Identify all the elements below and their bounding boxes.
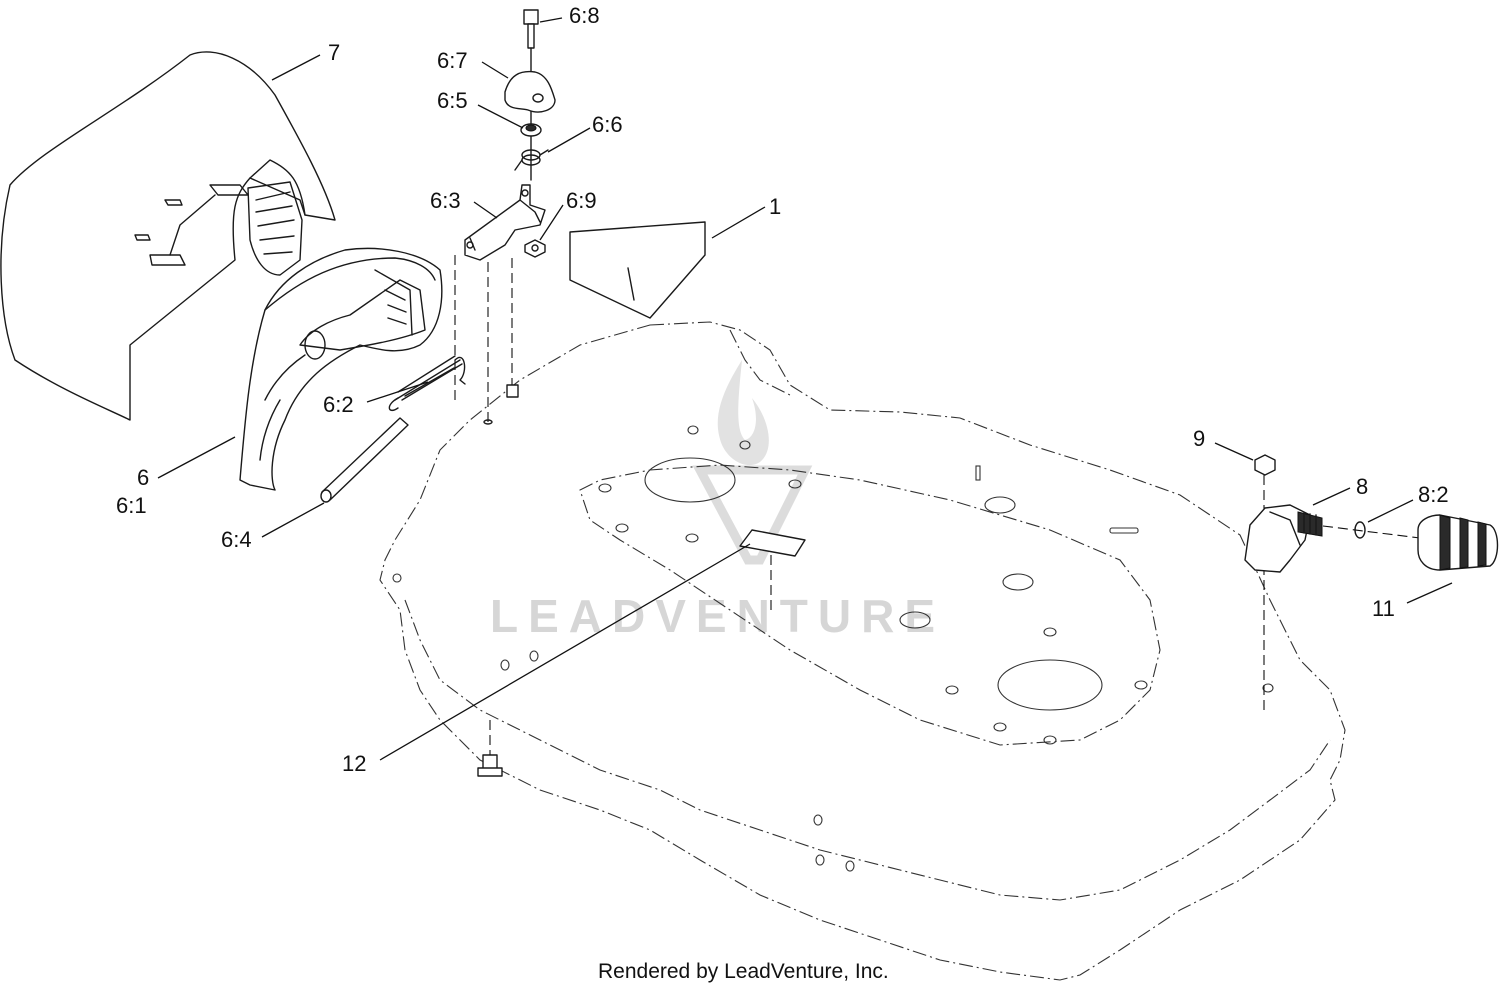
part-11-knob <box>1417 514 1499 571</box>
callout-6-9: 6:9 <box>566 188 597 213</box>
part-12-label <box>739 529 806 610</box>
callout-6-1: 6:1 <box>116 493 147 518</box>
watermark-v-icon <box>692 465 813 565</box>
callout-6-2: 6:2 <box>323 392 354 417</box>
callout-12: 12 <box>342 751 366 776</box>
callout-9: 9 <box>1193 426 1205 451</box>
callout-6-5: 6:5 <box>437 88 468 113</box>
part-6-5-bushing <box>520 123 542 137</box>
callout-6-7: 6:7 <box>437 48 468 73</box>
part-6-deflector <box>239 247 443 491</box>
footer-credit: Rendered by LeadVenture, Inc. <box>598 960 889 983</box>
callout-6-3: 6:3 <box>430 188 461 213</box>
callout-6: 6 <box>137 465 149 490</box>
callout-6-8: 6:8 <box>569 3 600 28</box>
part-6-4-rod <box>320 417 409 503</box>
callout-8: 8 <box>1356 474 1368 499</box>
part-1-decal <box>569 221 706 319</box>
part-6-8-bolt <box>523 9 539 181</box>
deck-bolt <box>477 720 503 777</box>
watermark: LEADVENTURE <box>490 360 945 642</box>
part-8-elbow <box>1244 504 1323 573</box>
callout-11: 11 <box>1372 596 1395 621</box>
callout-6-6: 6:6 <box>592 112 623 137</box>
callout-8-2: 8:2 <box>1418 482 1449 507</box>
part-6-2-spring <box>388 355 466 412</box>
part-9-bolt <box>1254 454 1276 710</box>
spindle-hole <box>997 659 1103 711</box>
callout-7: 7 <box>328 40 340 65</box>
callout-1: 1 <box>769 194 781 219</box>
part-6-6-spring <box>514 149 549 171</box>
callout-6-4: 6:4 <box>221 527 252 552</box>
part-6-7-cam <box>504 70 556 113</box>
part-6-9-nut <box>524 239 546 258</box>
mower-deck <box>379 321 1346 981</box>
part-7-discharge-chute <box>0 51 336 421</box>
watermark-logo-icon <box>717 360 769 466</box>
part-6-3-bracket <box>454 184 546 425</box>
spindle-hole <box>644 457 736 503</box>
leader-lines <box>157 17 1453 761</box>
part-8-2-o-ring <box>1322 521 1421 539</box>
watermark-text: LEADVENTURE <box>490 590 945 642</box>
callout-labels: 6:8 6:7 6:5 6:6 6:3 6:9 1 7 6:2 6 6:1 6:… <box>116 3 1449 776</box>
